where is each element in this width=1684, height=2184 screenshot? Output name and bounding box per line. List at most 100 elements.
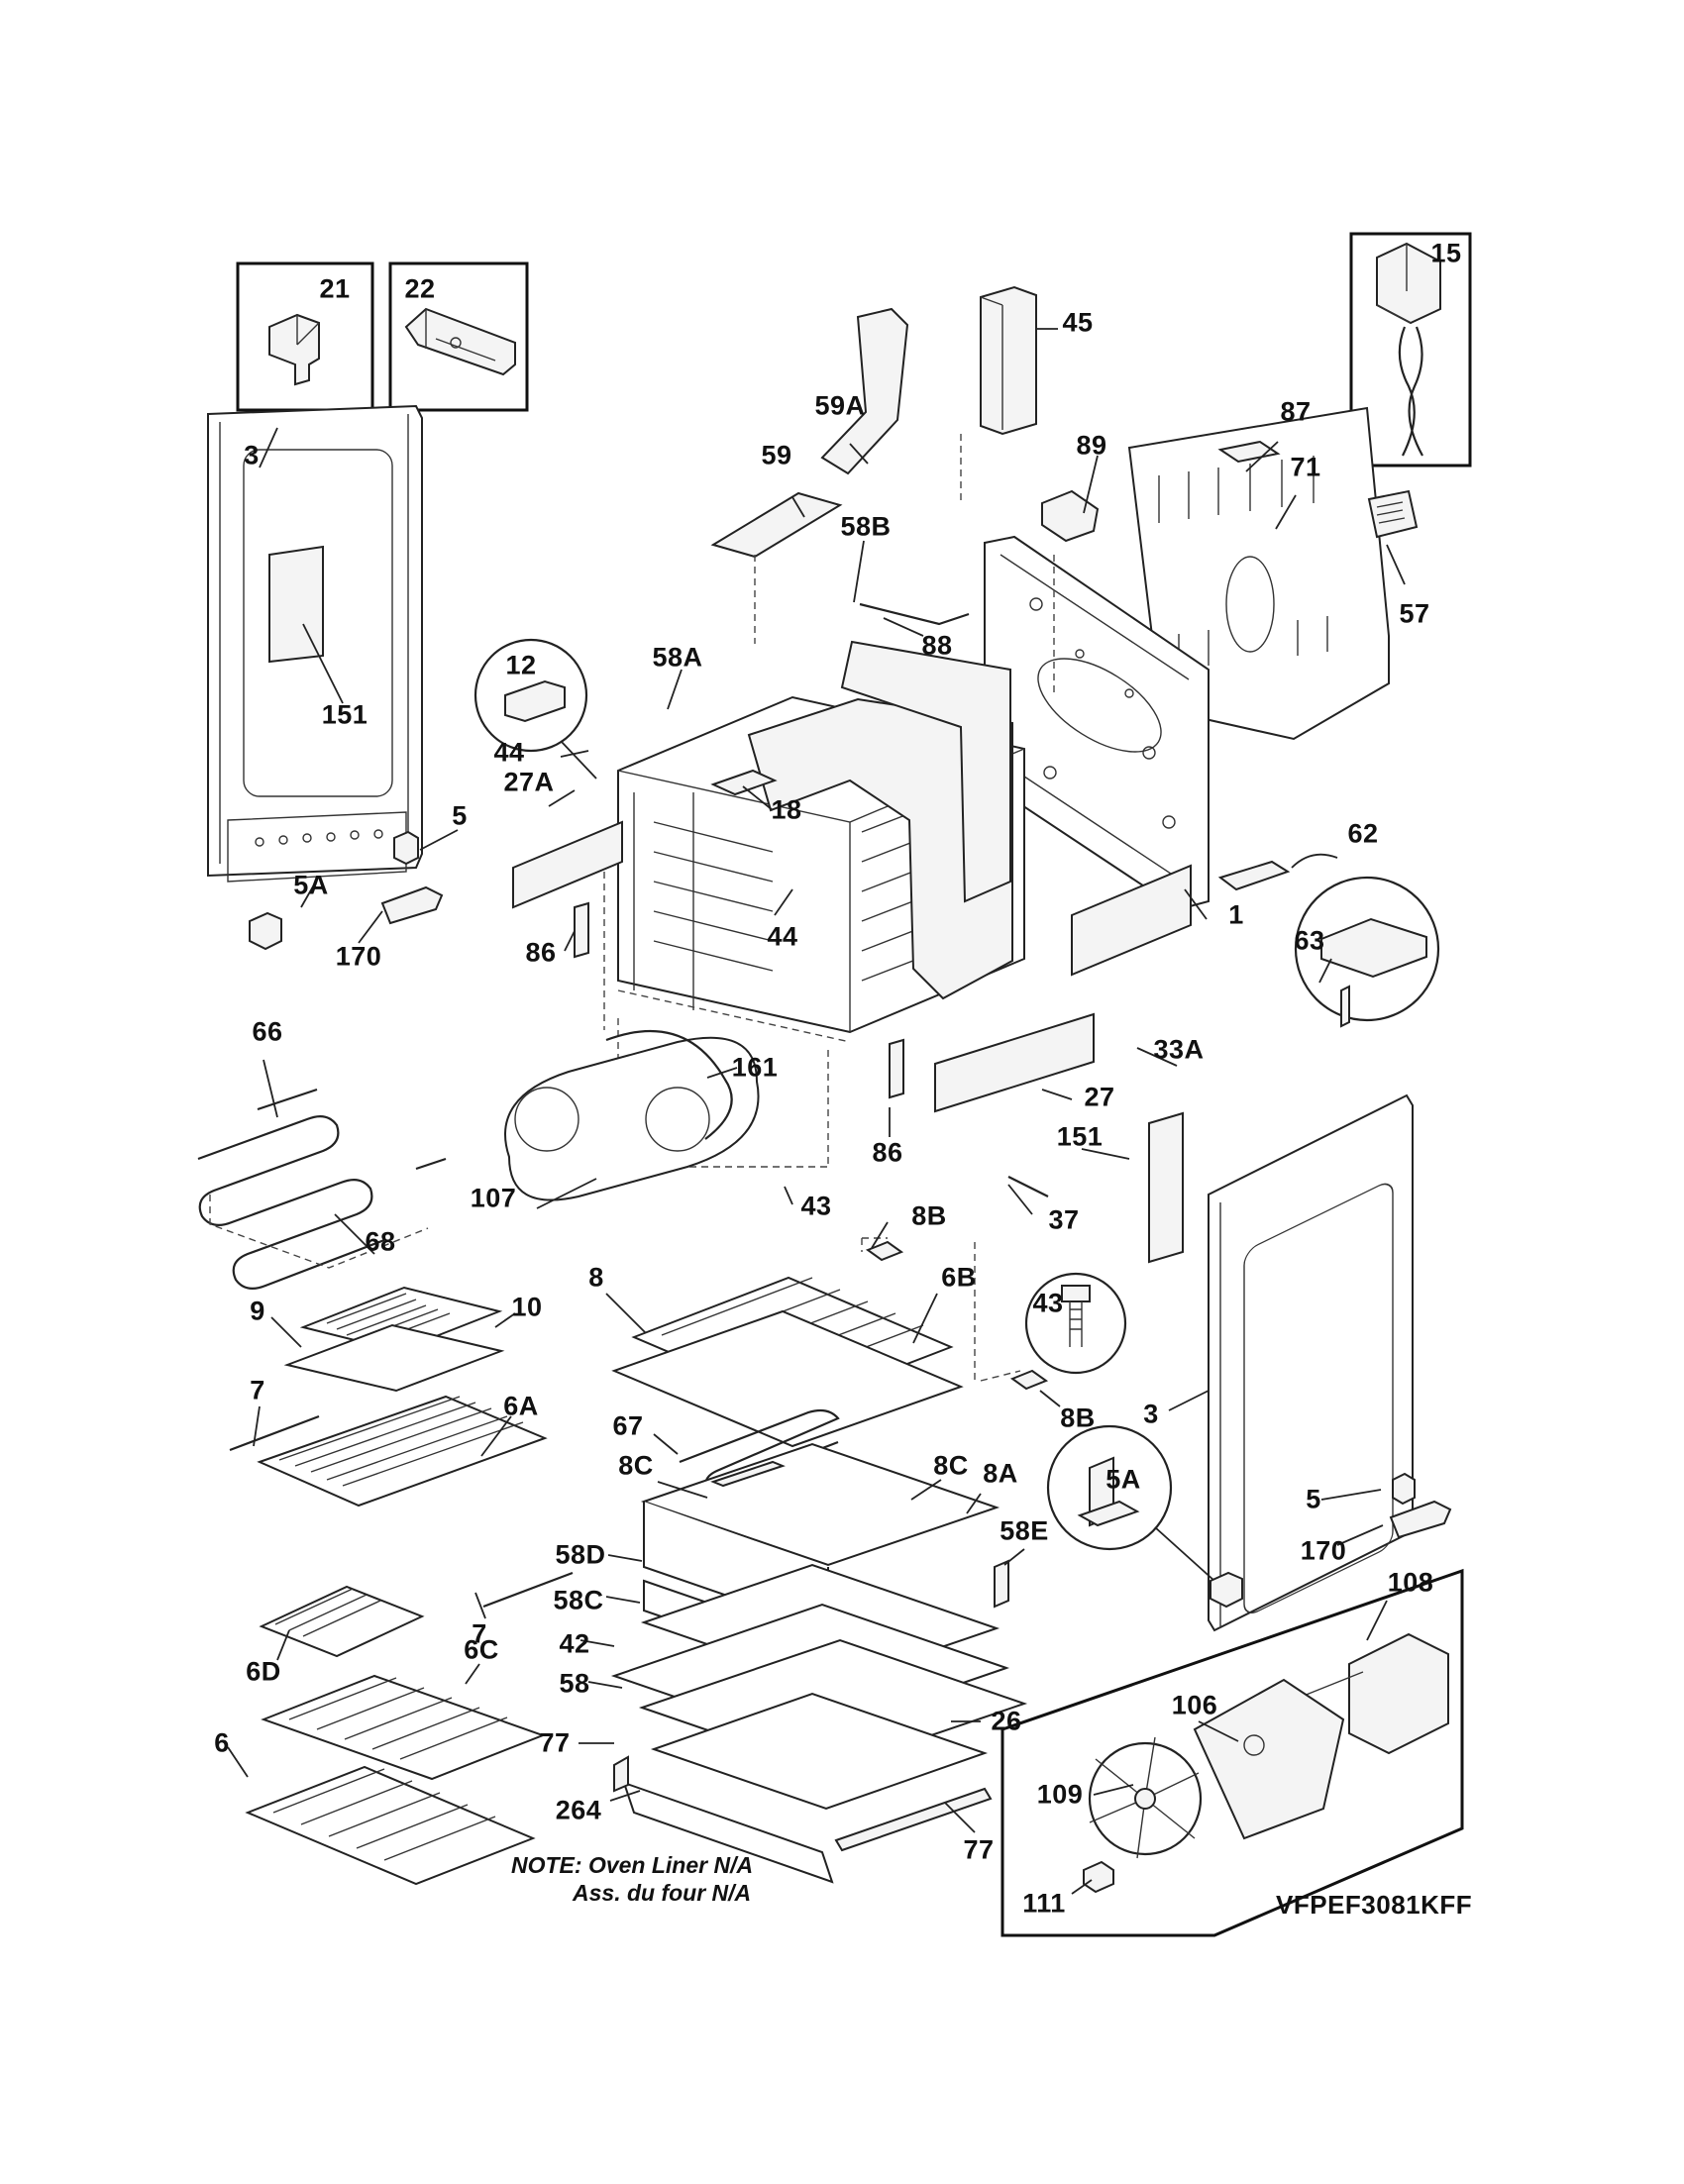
part-label-108: 108 — [1387, 1567, 1434, 1598]
part-label-77-left: 77 — [539, 1727, 571, 1758]
part-label-151-left: 151 — [321, 699, 368, 730]
part-label-57: 57 — [1399, 598, 1430, 629]
leader-lines — [227, 328, 1406, 1895]
part-label-109: 109 — [1036, 1779, 1084, 1810]
part-label-12: 12 — [505, 650, 537, 680]
part-label-8C-left: 8C — [618, 1450, 654, 1481]
rack-6D — [259, 1585, 425, 1658]
bracket-87 — [1217, 440, 1281, 464]
part-label-5-left: 5 — [452, 800, 468, 831]
rack-6A — [257, 1395, 548, 1508]
part-label-3-right: 3 — [1143, 1399, 1159, 1429]
part-label-15: 15 — [1430, 238, 1462, 268]
part-label-21: 21 — [319, 273, 351, 304]
part-label-27: 27 — [1084, 1082, 1115, 1112]
drawer-26 — [650, 1692, 989, 1811]
rail-27 — [934, 1012, 1095, 1113]
part-label-7-upper: 7 — [250, 1375, 265, 1405]
part-label-63: 63 — [1294, 925, 1325, 956]
inset-box-21 — [236, 261, 374, 412]
part-label-9: 9 — [250, 1296, 265, 1326]
part-label-111: 111 — [1022, 1888, 1066, 1919]
part-label-8A: 8A — [983, 1458, 1018, 1489]
drawer-264 — [622, 1781, 834, 1884]
part-label-42: 42 — [559, 1628, 590, 1659]
screw-callout-43 — [1024, 1272, 1127, 1375]
part-label-170-left: 170 — [335, 941, 382, 972]
part-label-59: 59 — [761, 440, 792, 470]
part-label-3-left: 3 — [244, 440, 260, 470]
part-label-151-right: 151 — [1056, 1121, 1104, 1152]
bracket-151-right — [1148, 1111, 1184, 1264]
part-label-1: 1 — [1228, 899, 1244, 930]
hinge-5-right — [1392, 1472, 1416, 1506]
hinge-callout-5A — [1046, 1424, 1243, 1609]
right-oven-door — [1148, 1093, 1414, 1632]
part-label-62: 62 — [1347, 818, 1379, 849]
pan-8 — [611, 1309, 964, 1448]
part-label-161: 161 — [731, 1052, 779, 1083]
part-label-26: 26 — [991, 1706, 1022, 1736]
part-label-58C: 58C — [553, 1585, 604, 1615]
bracket-89 — [1041, 489, 1100, 543]
part-label-6: 6 — [214, 1727, 230, 1758]
note-line-1: NOTE: Oven Liner N/A — [511, 1852, 754, 1878]
part-label-6B: 6B — [941, 1262, 977, 1293]
clip-8B-lower — [1009, 1369, 1049, 1391]
part-label-86-lower: 86 — [872, 1137, 903, 1168]
part-label-43-callout: 43 — [1032, 1288, 1064, 1318]
convection-element-107 — [504, 1029, 760, 1201]
duct-59 — [710, 491, 843, 559]
part-label-58: 58 — [559, 1668, 590, 1699]
terminal-block-callout-62 — [1217, 853, 1440, 1028]
part-label-8B-lower: 8B — [1060, 1403, 1096, 1433]
wire-88 — [859, 602, 970, 626]
part-label-45: 45 — [1062, 307, 1094, 338]
part-label-71: 71 — [1290, 452, 1321, 482]
rack-support-7a — [229, 1414, 320, 1452]
element-161 — [605, 1029, 733, 1140]
part-label-77-right: 77 — [963, 1834, 995, 1865]
slide-77-right — [834, 1787, 993, 1852]
part-label-67: 67 — [612, 1410, 644, 1441]
part-label-88: 88 — [921, 630, 953, 661]
part-label-264: 264 — [555, 1795, 602, 1825]
duct-45 — [980, 285, 1037, 436]
vent-57 — [1367, 489, 1419, 539]
part-label-10: 10 — [511, 1292, 543, 1322]
part-label-58E: 58E — [1000, 1515, 1049, 1546]
fan-motor-108 — [1348, 1632, 1449, 1755]
note-line-2: Ass. du four N/A — [573, 1880, 752, 1906]
hinge-5A-left — [249, 911, 282, 951]
clip-8B-upper — [865, 1240, 904, 1262]
part-label-8B-upper: 8B — [911, 1200, 947, 1231]
inset-box-15 — [1349, 232, 1472, 468]
bracket-86-upper — [574, 901, 589, 959]
part-label-89: 89 — [1076, 430, 1107, 461]
part-label-37: 37 — [1048, 1204, 1080, 1235]
part-label-6D: 6D — [246, 1656, 281, 1687]
wire-37 — [1007, 1176, 1049, 1197]
slide-77-left — [613, 1755, 629, 1793]
model-number: VFPEF3081KFF — [1276, 1890, 1473, 1920]
broil-element-66 — [197, 1088, 447, 1291]
part-label-5-right: 5 — [1306, 1484, 1321, 1514]
convection-fan-box — [1000, 1568, 1464, 1937]
part-label-22: 22 — [404, 273, 436, 304]
part-label-33A: 33A — [1153, 1034, 1205, 1065]
part-label-59A: 59A — [814, 390, 866, 421]
inner-back-panel-1 — [984, 535, 1210, 911]
part-label-58D: 58D — [555, 1539, 606, 1570]
part-label-87: 87 — [1280, 396, 1312, 427]
part-label-18: 18 — [771, 794, 802, 825]
part-label-106: 106 — [1171, 1690, 1218, 1720]
part-label-5A-left: 5A — [293, 870, 329, 900]
part-label-44-lower: 44 — [767, 921, 798, 952]
rail-27A — [512, 820, 623, 909]
left-oven-door — [207, 404, 423, 883]
nut-111 — [1083, 1860, 1114, 1894]
part-label-107: 107 — [470, 1183, 517, 1213]
part-label-58B: 58B — [840, 511, 892, 542]
part-label-43-upper: 43 — [800, 1191, 832, 1221]
